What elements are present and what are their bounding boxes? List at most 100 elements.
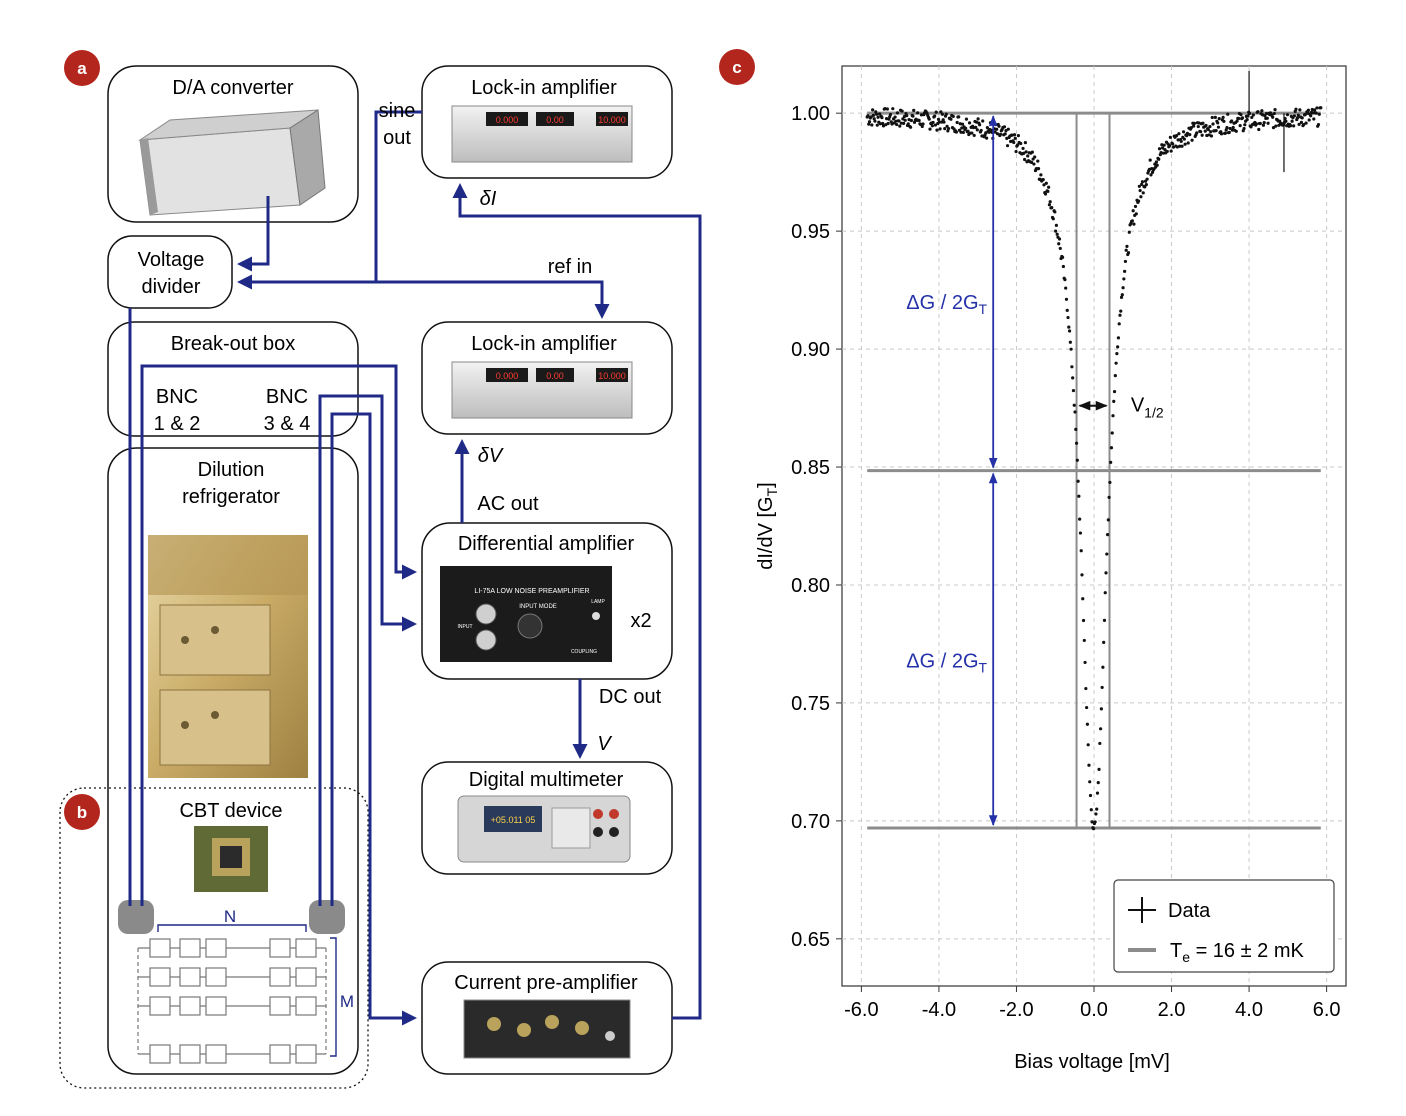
data-point	[1070, 365, 1074, 369]
data-point	[985, 136, 989, 140]
data-point	[1180, 144, 1184, 148]
data-point	[1161, 146, 1165, 150]
data-point	[972, 133, 976, 138]
data-point	[1096, 781, 1100, 785]
data-point	[1245, 118, 1249, 122]
data-point	[1114, 361, 1118, 365]
data-point	[1307, 118, 1311, 122]
data-point	[1057, 237, 1062, 241]
data-point	[1088, 780, 1092, 784]
data-point	[1271, 126, 1276, 130]
data-point	[1076, 479, 1080, 483]
data-point	[1249, 125, 1253, 129]
dmm-reading: +05.011 05	[491, 815, 536, 825]
data-point	[1039, 173, 1043, 177]
x-tick-label: -2.0	[999, 999, 1033, 1021]
data-point	[1304, 121, 1308, 125]
data-point	[1314, 111, 1318, 115]
data-point	[1113, 374, 1117, 378]
ac-out-label: AC out	[477, 493, 539, 515]
tunnel-junction	[205, 1044, 227, 1064]
preamp-mode-text: INPUT MODE	[519, 604, 557, 610]
data-point	[1029, 160, 1034, 164]
panel-b-badge	[64, 794, 100, 830]
data-point	[979, 128, 983, 133]
data-point	[1116, 336, 1121, 340]
data-point	[1317, 112, 1321, 116]
data-point	[1123, 259, 1128, 264]
tunnel-junction	[269, 967, 291, 987]
data-point	[1019, 141, 1023, 146]
data-point	[1090, 820, 1094, 824]
data-point	[1196, 124, 1200, 129]
data-point	[1242, 126, 1246, 131]
cbt-chip-photo	[194, 826, 268, 892]
data-point	[909, 118, 913, 123]
data-point	[903, 118, 907, 122]
data-point	[1123, 269, 1127, 273]
lockin-1-label: Lock-in amplifier	[471, 77, 617, 99]
data-point	[1003, 132, 1007, 136]
preamp-coupling-text: COUPLING	[571, 649, 597, 655]
data-point	[1219, 132, 1224, 136]
tunnel-junction	[295, 967, 317, 987]
y-tick-label: 0.95	[791, 221, 830, 243]
data-point	[1094, 812, 1098, 816]
data-point	[1302, 122, 1306, 127]
v-label: V	[597, 733, 612, 755]
preamp-label: Current pre-amplifier	[454, 972, 638, 994]
data-point	[876, 115, 880, 119]
data-point	[1117, 322, 1121, 326]
data-point	[1081, 618, 1086, 623]
data-point	[1238, 124, 1242, 128]
data-point	[1036, 159, 1040, 163]
data-point	[1107, 495, 1111, 499]
data-point	[945, 124, 949, 128]
tunnel-junction	[295, 938, 317, 958]
data-point	[964, 126, 968, 130]
data-point	[1137, 184, 1141, 188]
data-point	[1109, 460, 1113, 464]
data-point	[1109, 446, 1114, 450]
vhalf-label: V1/2	[1131, 395, 1164, 421]
data-point	[869, 115, 873, 119]
data-point	[1095, 807, 1099, 811]
data-point	[1092, 827, 1096, 831]
data-point	[1023, 141, 1027, 145]
data-point	[1209, 134, 1214, 138]
wire-sine-to-divider	[237, 110, 422, 290]
y-tick-label: 0.90	[791, 339, 830, 361]
data-point	[897, 119, 901, 123]
panel-a: a D/A converter Lock-in amplifier 0.000 …	[59, 50, 702, 1089]
data-point	[1183, 142, 1187, 146]
data-point	[1316, 122, 1321, 127]
data-point	[1206, 128, 1210, 132]
data-point	[1042, 183, 1046, 187]
data-point	[1209, 130, 1213, 134]
lockin-1-screen-2: 0.00	[546, 115, 564, 125]
diff-amp-photo: LI-75A LOW NOISE PREAMPLIFIER INPUT MODE…	[440, 566, 612, 662]
data-point	[1066, 315, 1070, 320]
dg-label-lower: ΔG / 2GT	[906, 650, 987, 675]
data-point	[1060, 255, 1065, 259]
data-point	[1036, 167, 1041, 171]
ref-in-label: ref in	[548, 256, 592, 278]
data-point	[1231, 125, 1235, 130]
data-point	[1148, 158, 1152, 162]
tunnel-junction	[149, 996, 171, 1016]
data-point	[1217, 117, 1221, 121]
data-point	[1085, 722, 1090, 726]
data-point	[1254, 122, 1259, 126]
data-point	[1089, 808, 1093, 812]
data-point	[1292, 114, 1297, 118]
diff-amp-gain: x2	[630, 610, 651, 632]
legend-data-label: Data	[1168, 900, 1211, 922]
data-point	[1104, 571, 1108, 575]
data-point	[917, 118, 921, 123]
data-point	[1312, 108, 1317, 112]
x-tick-label: 4.0	[1235, 999, 1263, 1021]
data-point	[1071, 376, 1075, 380]
data-point	[1074, 441, 1079, 445]
